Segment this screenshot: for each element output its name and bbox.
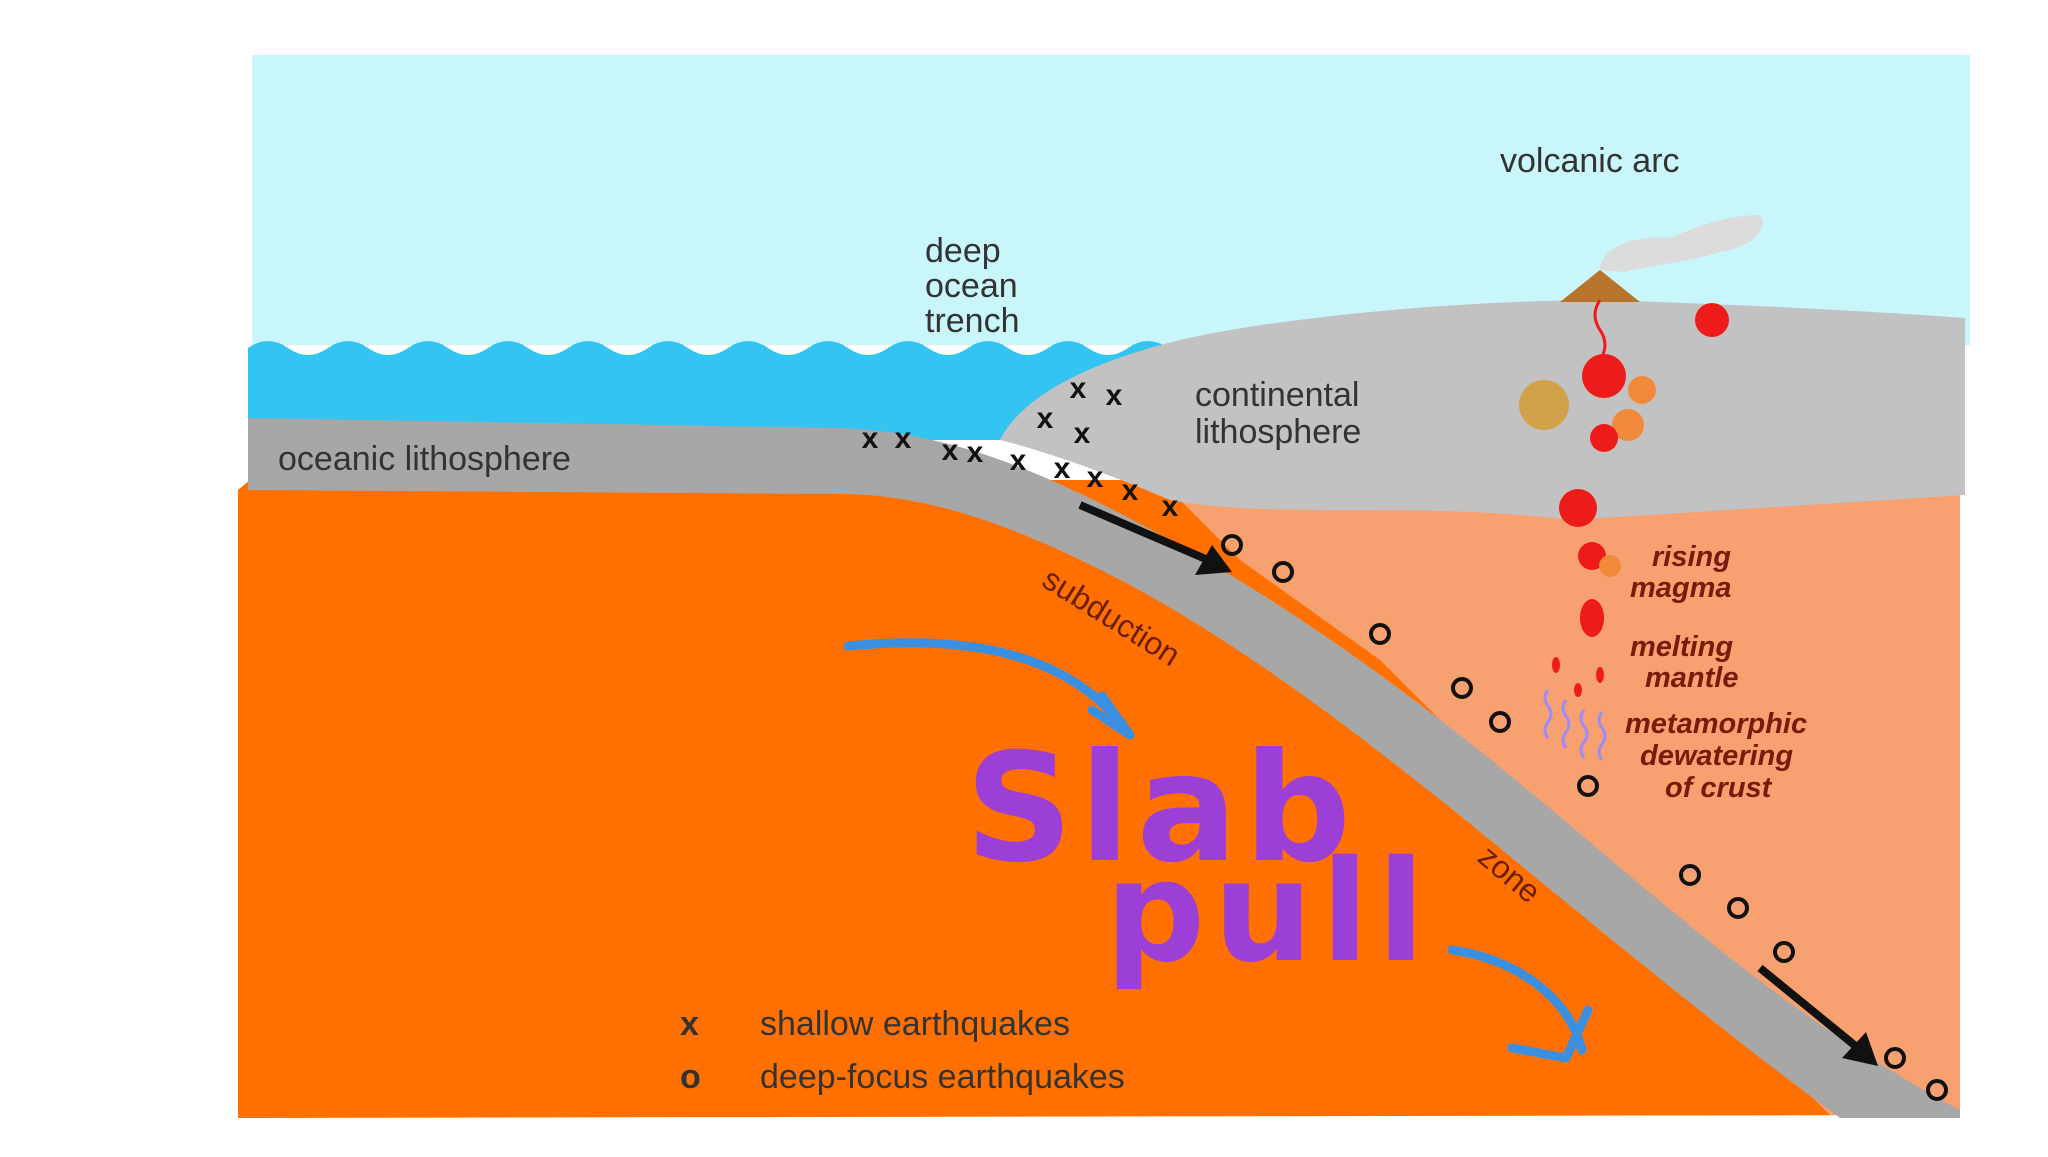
magma-blob (1552, 657, 1560, 673)
shallow-earthquake-marker: x (1010, 444, 1027, 477)
label-trench-1: deep (925, 232, 1001, 270)
continental-lithosphere (1000, 300, 1965, 520)
volcano-cone (1560, 270, 1640, 302)
legend-shallow-symbol: x (680, 1005, 699, 1043)
oceanic-lithosphere (248, 418, 1960, 1118)
legend-shallow-label: shallow earthquakes (760, 1005, 1070, 1043)
label-continental-2: lithosphere (1195, 413, 1361, 451)
label-trench-2: ocean (925, 267, 1018, 305)
annotation-slab: Slab (965, 722, 1357, 896)
label-melting-2: mantle (1645, 662, 1738, 694)
magma-blob (1599, 555, 1621, 577)
label-continental-1: continental (1195, 376, 1359, 414)
label-oceanic: oceanic lithosphere (278, 440, 571, 478)
shallow-earthquake-marker: x (1037, 402, 1054, 435)
shallow-earthquake-marker: x (895, 422, 912, 455)
magma-blob (1590, 424, 1618, 452)
magma-blob (1519, 380, 1569, 430)
mantle-wedge (1160, 480, 1960, 1115)
magma-blob (1695, 303, 1729, 337)
legend-deep-symbol: o (680, 1058, 701, 1096)
arrow-head-icon (1195, 545, 1232, 575)
legend: x shallow earthquakes o deep-focus earth… (680, 1005, 1125, 1096)
slab-motion-arrows (1078, 501, 1878, 1066)
label-melting-1: melting (1630, 631, 1733, 663)
shallow-earthquake-marker: x (1087, 461, 1104, 494)
magma-blob (1574, 683, 1582, 697)
shallow-earthquake-marker: x (942, 434, 959, 467)
shallow-earthquake-marker: x (862, 422, 879, 455)
handwritten-annotation: Slab pull (843, 638, 1593, 1063)
label-meta-1: metamorphic (1625, 708, 1807, 740)
deep-earthquake-marker (1221, 534, 1243, 556)
label-volcanic-arc: volcanic arc (1500, 142, 1680, 180)
label-trench-3: trench (925, 302, 1020, 340)
label-meta-3: of crust (1665, 772, 1773, 804)
sky (252, 55, 1970, 345)
shallow-earthquake-marker: x (1054, 452, 1071, 485)
arrow-head-icon (1842, 1032, 1878, 1066)
magma-blob (1582, 354, 1626, 398)
shallow-earthquake-marker: x (1070, 372, 1087, 405)
deep-earthquake-marker (1451, 677, 1473, 699)
shallow-earthquake-marker: x (967, 436, 984, 469)
magma-blobs (1519, 303, 1729, 697)
deep-earthquake-marker (1577, 775, 1599, 797)
deep-earthquake-marker (1272, 561, 1294, 583)
annotation-arrow-head-icon (1507, 1005, 1593, 1063)
volcanic-plume (1600, 215, 1763, 272)
legend-deep-label: deep-focus earthquakes (760, 1058, 1125, 1096)
dewatering-squiggles (1543, 689, 1607, 761)
annotation-arrow (843, 638, 1125, 727)
label-rising-1: rising (1652, 541, 1731, 573)
label-rising-2: magma (1630, 572, 1732, 604)
magma-blob (1580, 599, 1604, 637)
magma-blob (1578, 542, 1606, 570)
annotation-pull: pull (1105, 831, 1433, 994)
shallow-earthquake-marker: x (1074, 417, 1091, 450)
annotation-arrow-head-icon (1087, 691, 1135, 740)
deep-earthquake-marker (1884, 1047, 1906, 1069)
deep-earthquake-marker (1926, 1079, 1948, 1101)
deep-earthquake-marker (1679, 864, 1701, 886)
shallow-earthquake-marker: x (1106, 379, 1123, 412)
magma-blob (1559, 489, 1597, 527)
deep-earthquakes (1221, 534, 1948, 1101)
label-meta-2: dewatering (1640, 740, 1793, 772)
shallow-earthquake-marker: x (1122, 474, 1139, 507)
deep-earthquake-marker (1773, 941, 1795, 963)
shallow-earthquake-marker: x (1162, 490, 1179, 523)
deep-earthquake-marker (1727, 897, 1749, 919)
deep-earthquake-marker (1369, 623, 1391, 645)
deep-earthquake-marker (1489, 711, 1511, 733)
magma-blob (1612, 409, 1644, 441)
magma-blob (1596, 667, 1604, 683)
magma-blob (1628, 376, 1656, 404)
